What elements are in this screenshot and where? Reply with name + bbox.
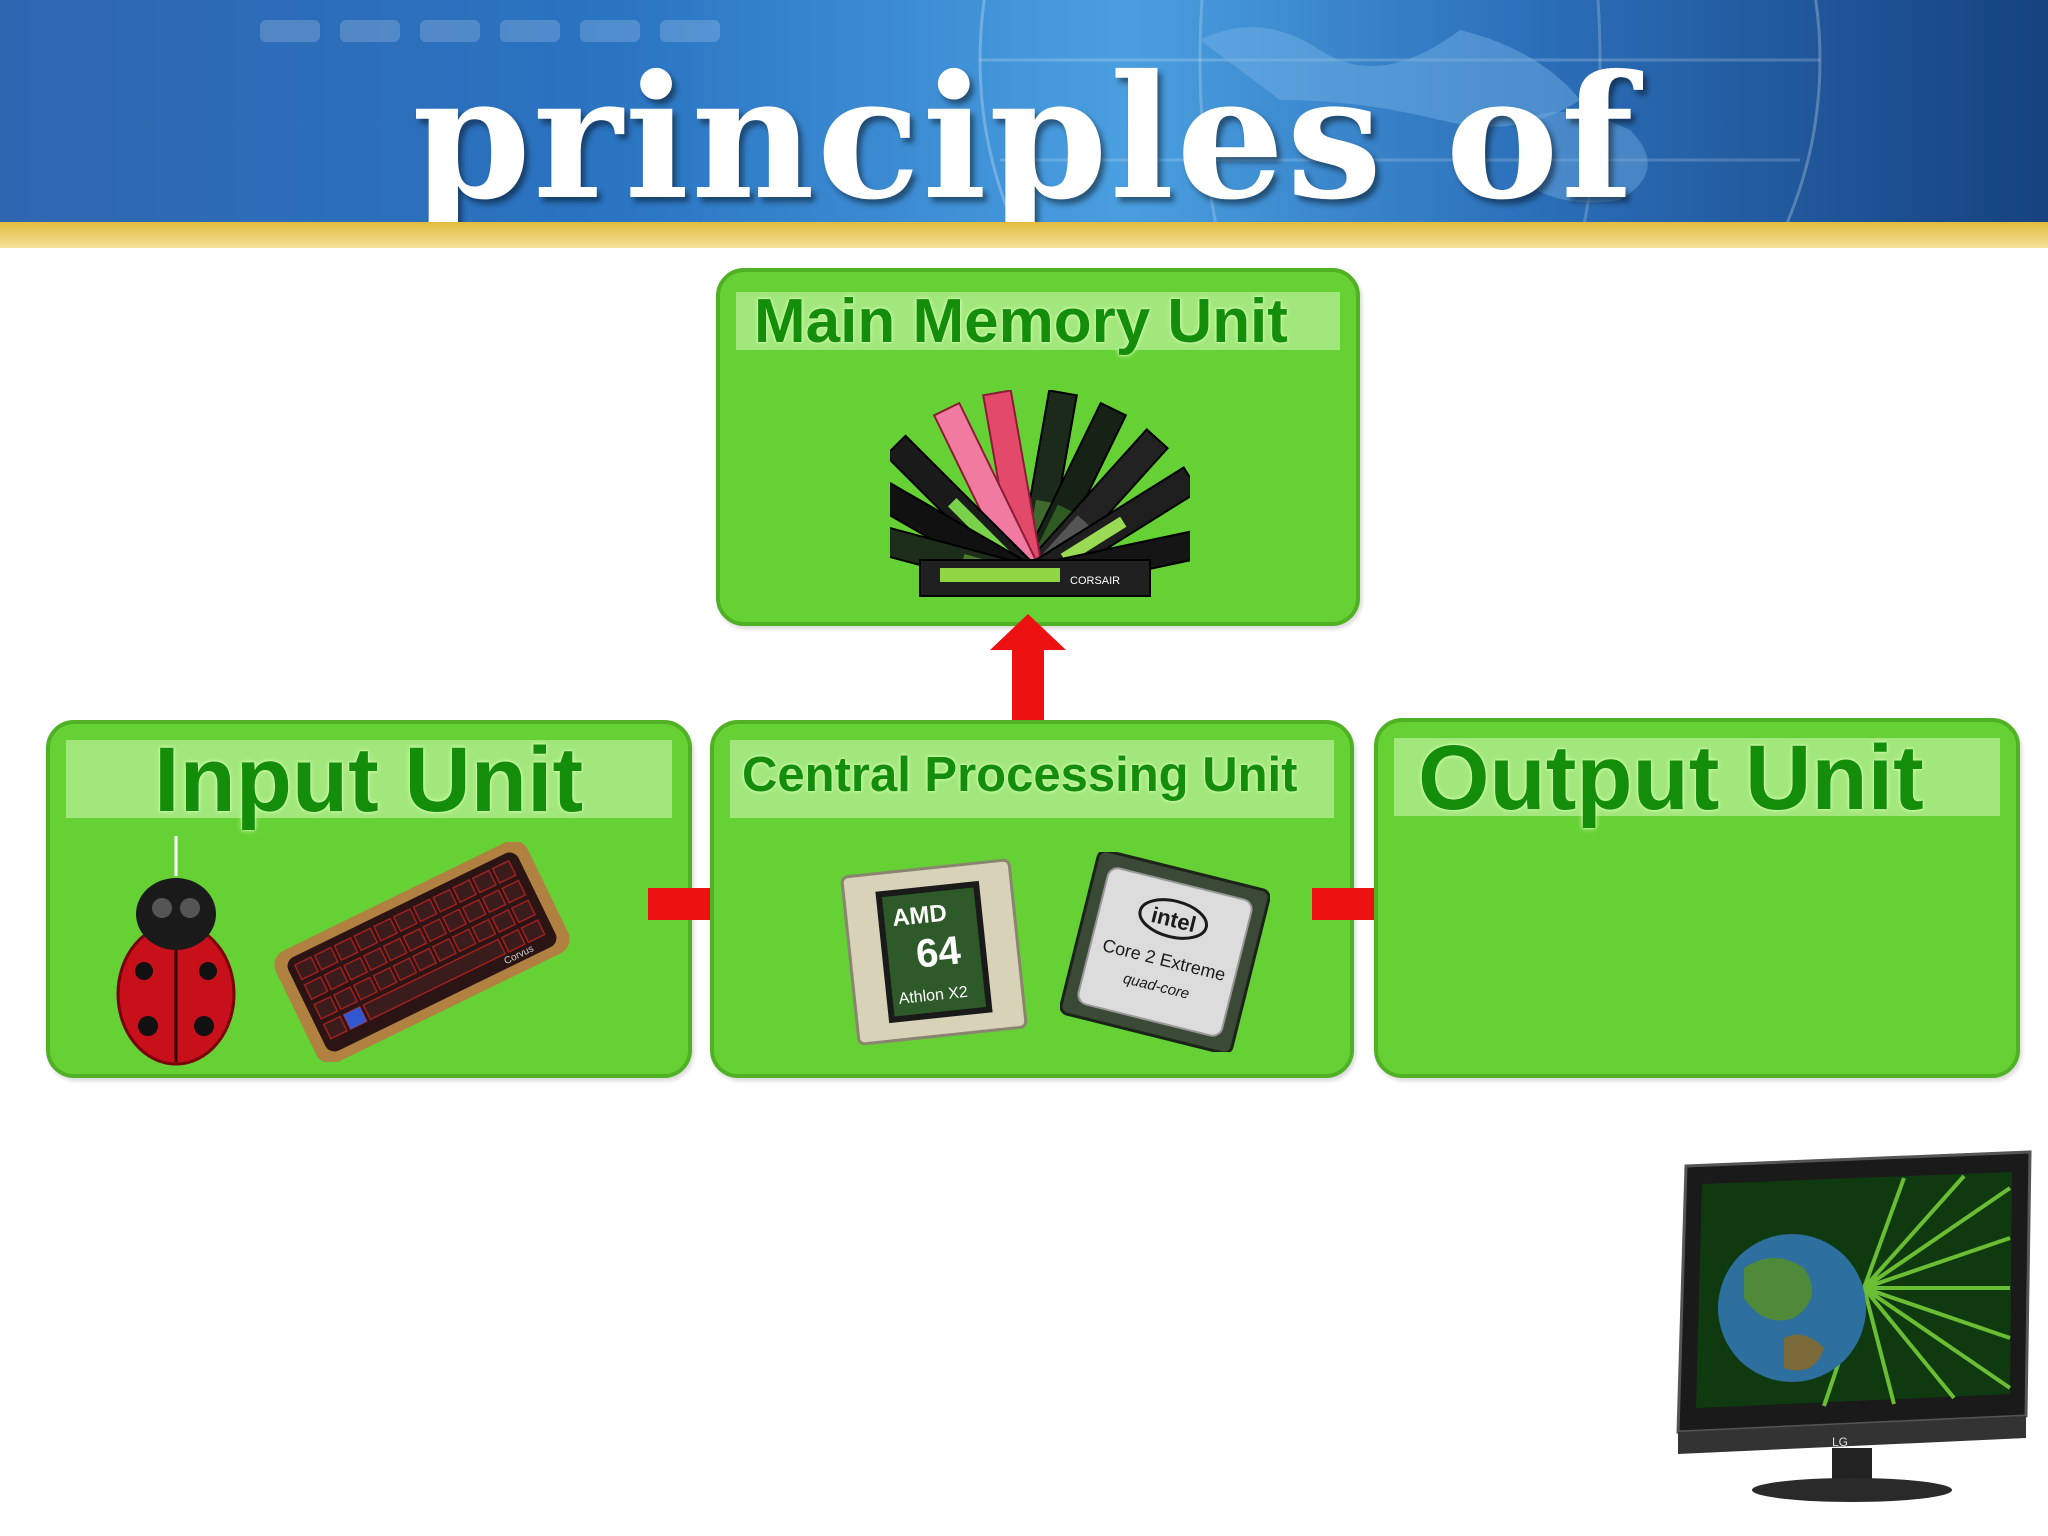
input-unit-label: Input Unit	[154, 729, 584, 831]
header-gold-stripe	[0, 222, 2048, 248]
amd-brand-text: AMD	[891, 900, 948, 933]
main-memory-unit-label: Main Memory Unit	[754, 287, 1288, 356]
monitor-image: LG	[1676, 1150, 2032, 1502]
cpu-label-bar	[730, 740, 1334, 818]
globe-background-graphic	[260, 0, 1822, 222]
output-label-bar	[1394, 738, 2000, 816]
output-unit-box: Output Unit	[1374, 718, 2020, 1078]
intel-cpu-chip-image: intel Core 2 Extreme quad-core	[1060, 852, 1270, 1052]
amd-64-badge-text: 64	[914, 928, 964, 976]
arrow-cpu-to-memory	[990, 614, 1066, 734]
output-unit-label: Output Unit	[1418, 727, 1924, 829]
cpu-label: Central Processing Unit	[742, 748, 1298, 802]
amd-cpu-chip-image: AMD 64 Athlon X2	[840, 858, 1028, 1046]
ram-modules-image: CORSAIR	[890, 390, 1190, 597]
keyboard-image: Corvus	[274, 842, 570, 1062]
ladybug-mouse-image	[116, 836, 236, 1066]
cpu-box: Central Processing Unit AMD 64 Athlon X2…	[710, 720, 1354, 1078]
monitor-brand-label: LG	[1832, 1435, 1848, 1449]
page-title: principles of computer	[412, 38, 1636, 222]
main-memory-unit-box: Main Memory Unit CORSAIR	[716, 268, 1360, 626]
input-label-bar	[66, 740, 672, 818]
header-banner: principles of computer	[0, 0, 2048, 222]
input-unit-box: Input Unit Corvus	[46, 720, 692, 1078]
ram-stick-brand: CORSAIR	[1070, 575, 1120, 587]
memory-label-bar	[736, 292, 1340, 350]
